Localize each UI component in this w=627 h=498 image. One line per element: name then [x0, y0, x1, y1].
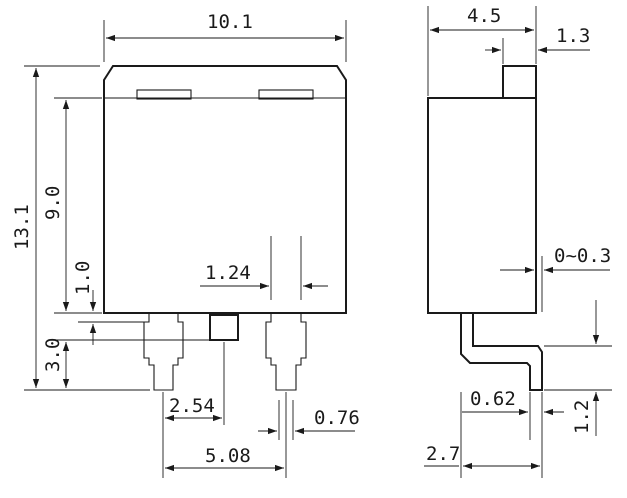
dim-side-lead-span: 2.7	[426, 443, 460, 465]
dim-side-lead-thickness: 0.62	[470, 388, 516, 410]
dim-side-depth: 4.5	[467, 5, 501, 27]
front-tab-slot-right	[258, 89, 314, 100]
lead-left	[143, 313, 184, 391]
center-lead-stub	[209, 314, 239, 341]
dim-front-lead-width: 1.24	[205, 262, 251, 284]
dim-side-standoff: 0~0.3	[554, 245, 611, 267]
dim-front-tab-offset: 1.0	[72, 261, 94, 295]
side-body-outline	[427, 97, 537, 314]
lead-right	[265, 313, 307, 391]
dim-front-width: 10.1	[207, 11, 253, 33]
dim-front-pitch: 2.54	[169, 395, 215, 417]
front-tab-slot-left	[136, 89, 192, 100]
front-body-outline	[103, 65, 347, 314]
side-tab	[502, 65, 537, 99]
dim-side-lead-rise: 1.2	[571, 400, 593, 434]
dim-front-pitch-double: 5.08	[205, 445, 251, 467]
dim-front-lead-length: 3.0	[42, 338, 64, 372]
front-view: 10.1 13.1 9.0 1.0 3.0 1.24 2.54	[11, 11, 360, 478]
side-lead-profile	[460, 313, 543, 391]
dim-front-height-total: 13.1	[11, 204, 33, 250]
side-view: 4.5 1.3 0~0.3 1.2 0.62 2.7	[424, 5, 612, 478]
dim-front-lead-tip-width: 0.76	[314, 407, 360, 429]
dim-front-height-body: 9.0	[42, 186, 64, 220]
dim-side-tab-thickness: 1.3	[556, 25, 590, 47]
